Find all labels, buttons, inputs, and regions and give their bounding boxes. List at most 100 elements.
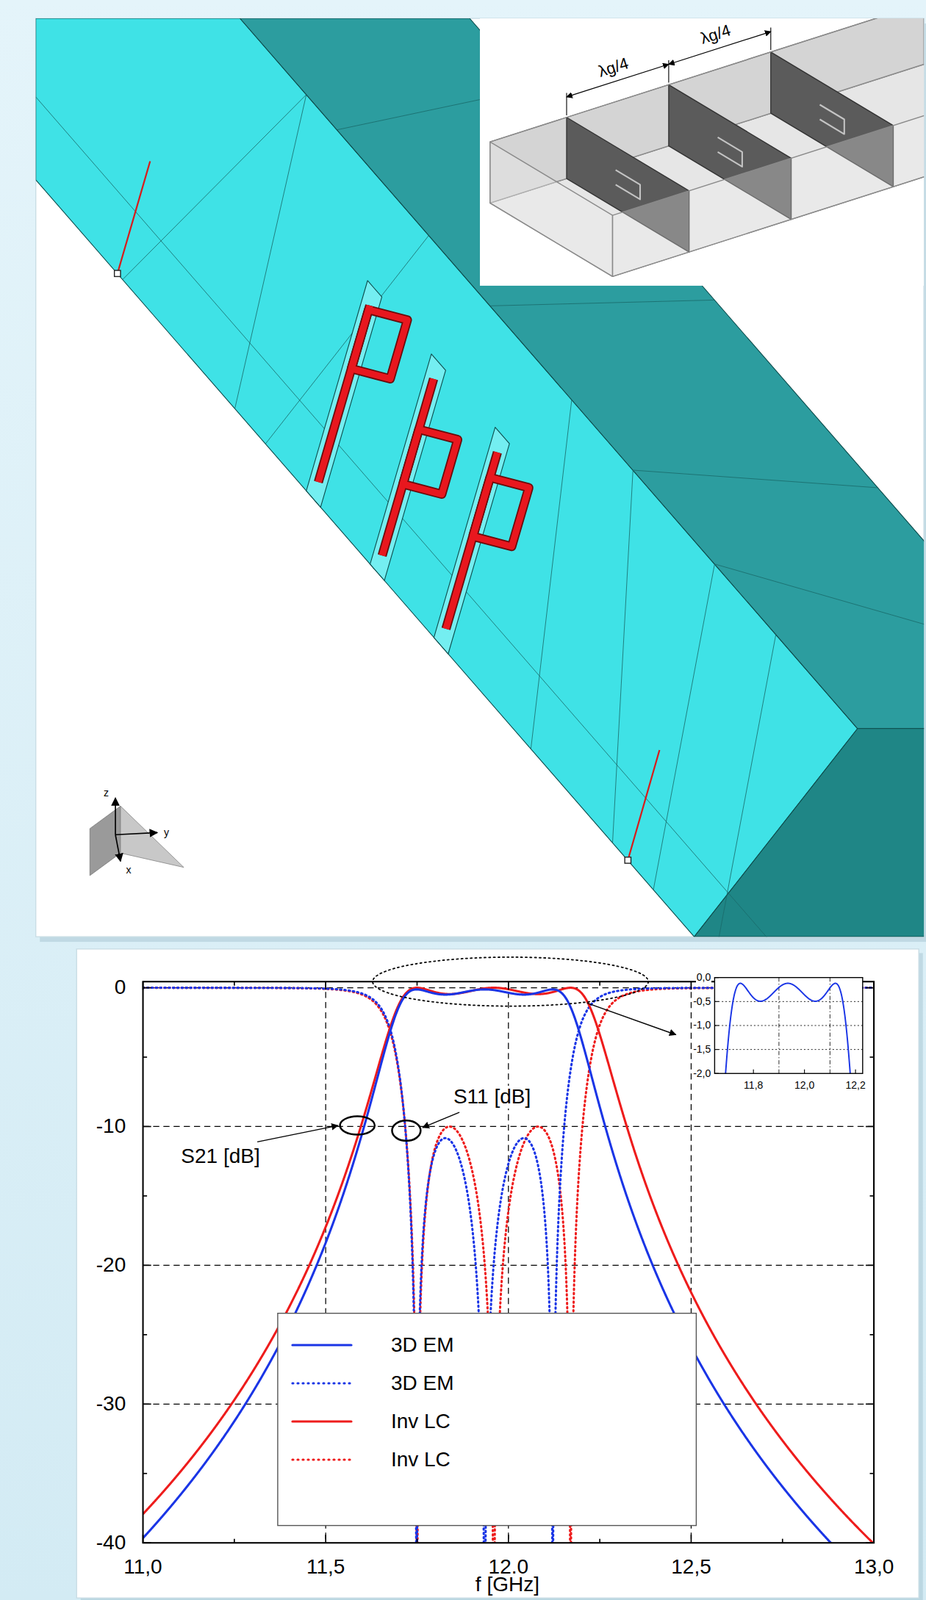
extension-line <box>565 92 567 116</box>
x-tick <box>324 981 327 990</box>
zoom-tick-label: -1,0 <box>692 1020 712 1032</box>
y-tick <box>143 1473 148 1475</box>
x-tick <box>873 1535 875 1544</box>
mesh-line <box>235 94 307 409</box>
chart-panel <box>76 949 919 1599</box>
resonator-strip <box>472 477 529 547</box>
zoom-grid <box>714 1025 863 1026</box>
y-tick-label: 0 <box>113 976 128 1000</box>
y-tick-label: -20 <box>95 1254 127 1278</box>
resonator-outline <box>351 310 408 380</box>
resonator-sketch <box>718 137 743 167</box>
triad-axis <box>114 798 117 835</box>
legend-swatch <box>291 1454 353 1467</box>
y-tick <box>870 1195 875 1198</box>
resonator-sketch <box>615 169 641 200</box>
legend-line-sample <box>292 1421 352 1424</box>
y-tick <box>143 987 152 990</box>
grid-line <box>143 1265 875 1267</box>
mesh-line <box>714 564 924 653</box>
axis-triad <box>89 798 184 877</box>
legend-text: Inv LC <box>390 1449 451 1473</box>
triad-face <box>120 806 184 868</box>
zoom-tick-label: 11,8 <box>743 1080 764 1092</box>
zoom-tick <box>804 1070 805 1075</box>
zoom-tick <box>714 1073 719 1075</box>
resonator-sketch <box>819 105 844 135</box>
x-tick <box>416 1539 419 1545</box>
x-tick <box>233 981 236 987</box>
resonator-strip <box>351 310 408 380</box>
legend-entry: Inv LC <box>291 1411 451 1434</box>
legend-box <box>277 1314 697 1527</box>
waveguide-model <box>36 18 924 938</box>
x-tick <box>142 981 145 990</box>
extension-line <box>770 27 771 51</box>
mesh-line <box>530 399 572 749</box>
mesh-line <box>612 470 633 843</box>
zoom-tick-label: 0,0 <box>695 972 712 984</box>
resonator-outline <box>402 429 458 494</box>
x-tick <box>598 981 601 987</box>
legend-swatch <box>291 1377 353 1390</box>
mesh-line <box>122 94 307 281</box>
y-tick <box>865 1542 874 1545</box>
zoom-s21-curve <box>714 984 863 1075</box>
triad-axis <box>115 832 158 835</box>
port-marker <box>114 270 121 277</box>
x-tick-label: 13,0 <box>853 1556 896 1580</box>
dimension-label: λg/4 <box>697 21 734 48</box>
x-tick-label: 12,5 <box>670 1556 713 1580</box>
x-tick <box>324 1535 327 1544</box>
port-probe <box>627 750 660 861</box>
port-probe <box>117 160 150 274</box>
axis-name: z <box>102 787 110 799</box>
zoom-tick <box>714 1049 719 1051</box>
filter-sketch <box>479 18 924 286</box>
x-tick <box>781 1539 784 1545</box>
zoom-grid <box>778 978 780 1075</box>
leader-arrow <box>257 1125 339 1143</box>
legend-text: Inv LC <box>390 1411 451 1434</box>
dimension-label: λg/4 <box>595 54 632 81</box>
y-tick <box>870 1334 875 1337</box>
curve-label: S21 [dB] <box>180 1145 261 1169</box>
axis-name: x <box>125 865 133 877</box>
legend-swatch <box>291 1339 353 1352</box>
y-tick <box>870 1473 875 1475</box>
y-tick <box>143 1403 152 1406</box>
legend-line-sample <box>292 1382 352 1385</box>
sketch-edge <box>490 18 924 142</box>
zoom-tick-label: -0,5 <box>692 996 712 1008</box>
extension-line <box>668 60 669 84</box>
x-tick <box>598 1539 601 1545</box>
x-tick <box>690 1535 693 1544</box>
legend-entry: 3D EM <box>291 1334 455 1358</box>
zoom-tick <box>855 1070 857 1075</box>
callout-ellipse <box>372 957 649 1007</box>
legend-line-sample <box>292 1459 352 1462</box>
y-tick <box>143 1126 152 1129</box>
y-tick <box>865 1265 874 1268</box>
s-parameter-chart <box>143 957 882 1600</box>
curve-marker-ellipse <box>391 1120 421 1142</box>
legend-line-sample <box>292 1344 352 1347</box>
axis-name: y <box>163 827 170 839</box>
zoom-tick <box>714 977 719 979</box>
x-tick <box>873 981 875 990</box>
callout-arrow <box>587 1003 677 1035</box>
legend-text: 3D EM <box>390 1372 455 1396</box>
zoom-tick-label: 12,0 <box>793 1080 816 1092</box>
x-tick <box>142 1535 145 1544</box>
axis-title: f [GHz] <box>474 1574 541 1597</box>
y-tick <box>143 1542 152 1545</box>
zoom-tick-label: -2,0 <box>692 1068 712 1080</box>
legend-swatch <box>291 1416 353 1428</box>
y-tick <box>143 1265 152 1268</box>
x-tick <box>507 1535 510 1544</box>
port-marker <box>624 857 631 864</box>
zoom-grid <box>714 1049 863 1051</box>
legend-text: 3D EM <box>390 1334 455 1358</box>
